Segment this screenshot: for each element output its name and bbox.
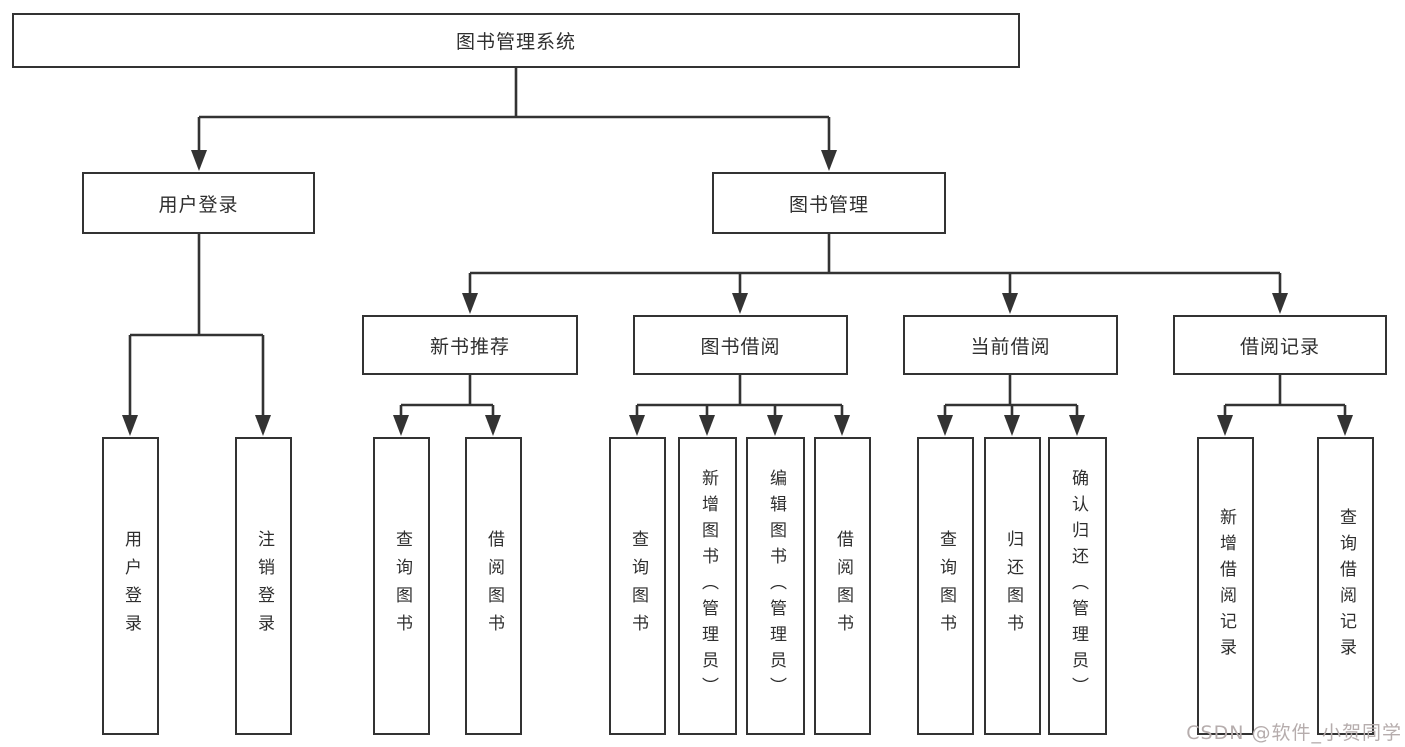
node-borrow-records-label: 借阅记录 bbox=[1239, 335, 1320, 358]
node-new-book-recommend-label: 新书推荐 bbox=[429, 335, 510, 358]
node-user-login-label: 用户登录 bbox=[158, 193, 239, 216]
leaf-borrow-query-book-label: 查询图书 bbox=[628, 530, 648, 642]
leaf-add-borrow-record: 新增借阅记录 bbox=[1197, 437, 1254, 735]
leaf-current-query-book: 查询图书 bbox=[917, 437, 974, 735]
leaf-return-book-label: 归还图书 bbox=[1003, 530, 1023, 642]
node-borrow-records: 借阅记录 bbox=[1173, 315, 1387, 375]
leaf-borrow-book: 借阅图书 bbox=[814, 437, 871, 735]
leaf-query-borrow-record-label: 查询借阅记录 bbox=[1336, 508, 1356, 664]
node-root: 图书管理系统 bbox=[12, 13, 1020, 68]
node-user-login: 用户登录 bbox=[82, 172, 315, 234]
leaf-edit-book-admin-label: 编辑图书（管理员） bbox=[766, 469, 786, 703]
leaf-query-borrow-record: 查询借阅记录 bbox=[1317, 437, 1374, 735]
leaf-add-book-admin: 新增图书（管理员） bbox=[678, 437, 737, 735]
node-new-book-recommend: 新书推荐 bbox=[362, 315, 578, 375]
node-current-borrow: 当前借阅 bbox=[903, 315, 1118, 375]
leaf-recommend-query-book: 查询图书 bbox=[373, 437, 430, 735]
leaf-user-login: 用户登录 bbox=[102, 437, 159, 735]
leaf-logout-label: 注销登录 bbox=[254, 530, 274, 642]
arrowhead-icons bbox=[122, 150, 1353, 436]
node-current-borrow-label: 当前借阅 bbox=[970, 335, 1051, 358]
leaf-recommend-borrow-book-label: 借阅图书 bbox=[484, 530, 504, 642]
node-book-borrow-label: 图书借阅 bbox=[700, 335, 781, 358]
leaf-add-book-admin-label: 新增图书（管理员） bbox=[698, 469, 718, 703]
node-book-management-label: 图书管理 bbox=[788, 193, 869, 216]
leaf-recommend-borrow-book: 借阅图书 bbox=[465, 437, 522, 735]
leaf-confirm-return-admin: 确认归还（管理员） bbox=[1048, 437, 1107, 735]
node-book-management: 图书管理 bbox=[712, 172, 946, 234]
node-root-label: 图书管理系统 bbox=[455, 31, 576, 53]
node-book-borrow: 图书借阅 bbox=[633, 315, 848, 375]
leaf-recommend-query-book-label: 查询图书 bbox=[392, 530, 412, 642]
leaf-user-login-label: 用户登录 bbox=[121, 530, 141, 642]
leaf-current-query-book-label: 查询图书 bbox=[936, 530, 956, 642]
leaf-borrow-query-book: 查询图书 bbox=[609, 437, 666, 735]
leaf-edit-book-admin: 编辑图书（管理员） bbox=[746, 437, 805, 735]
csdn-watermark: CSDN @软件_小贺同学 bbox=[1186, 722, 1402, 744]
leaf-add-borrow-record-label: 新增借阅记录 bbox=[1216, 508, 1236, 664]
leaf-return-book: 归还图书 bbox=[984, 437, 1041, 735]
leaf-logout: 注销登录 bbox=[235, 437, 292, 735]
leaf-borrow-book-label: 借阅图书 bbox=[833, 530, 853, 642]
leaf-confirm-return-admin-label: 确认归还（管理员） bbox=[1068, 469, 1088, 703]
